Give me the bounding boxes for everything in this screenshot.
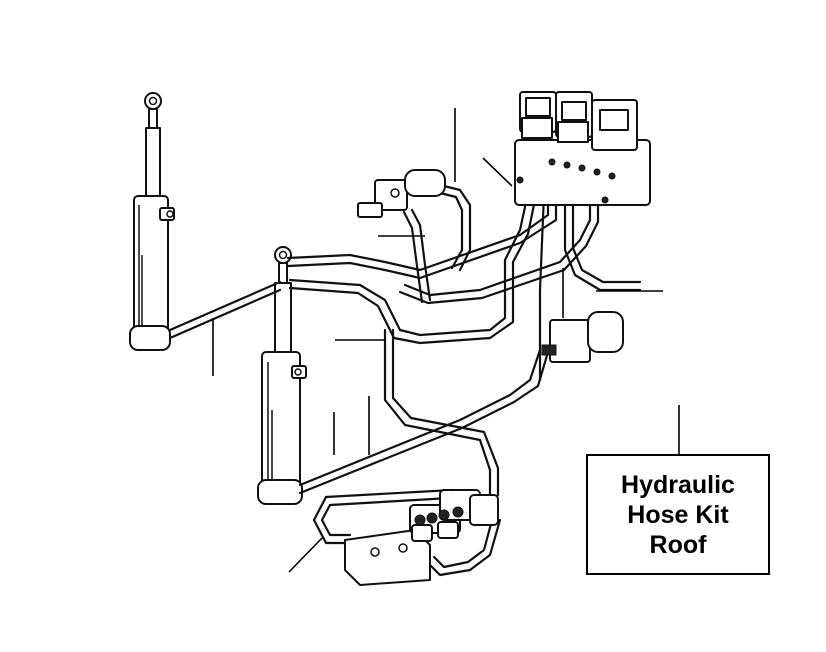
diagram-label-box: Hydraulic Hose Kit Roof — [586, 454, 770, 575]
label-line-3: Roof — [649, 530, 707, 559]
lower-control-valve — [344, 489, 499, 586]
label-line-1: Hydraulic — [621, 470, 735, 499]
solenoid-manifold — [514, 91, 651, 206]
upper-valve — [357, 169, 446, 218]
label-line-2: Hose Kit — [627, 500, 729, 529]
hose-lines — [168, 168, 642, 577]
left-cylinder — [129, 92, 175, 351]
leader-lines — [212, 108, 680, 573]
middle-cylinder — [257, 246, 307, 505]
right-valve — [541, 311, 624, 363]
